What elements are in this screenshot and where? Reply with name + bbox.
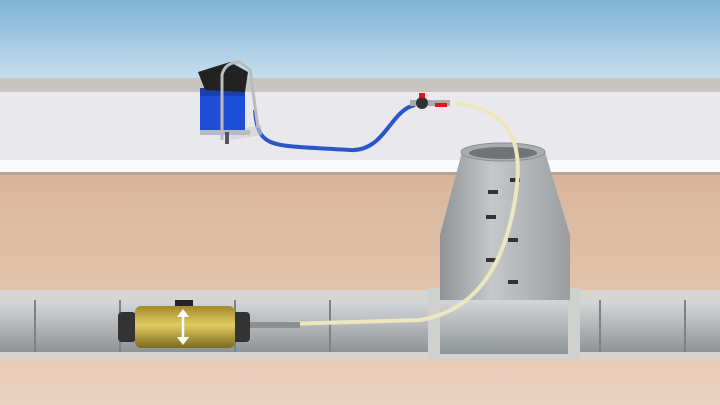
valve xyxy=(410,93,450,109)
sewer-pipe xyxy=(0,300,720,352)
ground-surface xyxy=(0,92,720,162)
surface-back-edge xyxy=(0,78,720,92)
inflatable-packer xyxy=(118,300,250,348)
hose-cream xyxy=(249,101,520,327)
surface-front-edge xyxy=(0,160,720,172)
pump-unit xyxy=(198,60,262,144)
sky xyxy=(0,0,720,80)
manhole xyxy=(428,142,580,360)
